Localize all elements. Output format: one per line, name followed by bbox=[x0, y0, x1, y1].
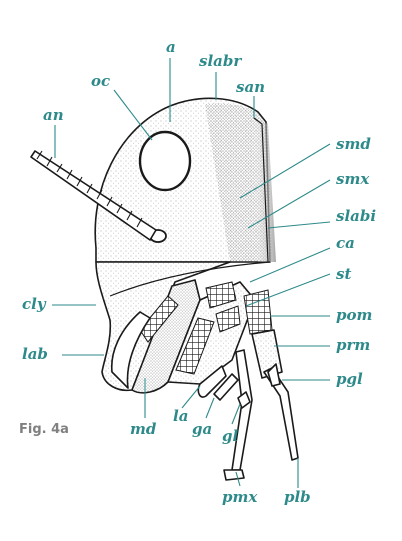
label-pom: pom bbox=[336, 306, 372, 324]
head-capsule bbox=[94, 97, 276, 263]
figure-caption: Fig. 4a bbox=[19, 422, 69, 437]
labels: slabr a san oc an smd smx slabi ca st cl… bbox=[22, 38, 376, 506]
labial-palp bbox=[263, 363, 299, 461]
glossa bbox=[237, 391, 251, 409]
label-san: san bbox=[236, 78, 265, 96]
compound-eye bbox=[138, 130, 192, 192]
antenna bbox=[30, 150, 167, 243]
label-oc: oc bbox=[91, 72, 110, 90]
label-gl: gl bbox=[222, 427, 238, 445]
label-st: st bbox=[336, 265, 351, 283]
label-slabr: slabr bbox=[199, 52, 242, 70]
label-ga: ga bbox=[192, 420, 212, 438]
label-prm: prm bbox=[336, 336, 370, 354]
leader-lines bbox=[52, 58, 331, 488]
label-plb: plb bbox=[284, 488, 311, 506]
label-ca: ca bbox=[336, 234, 355, 252]
label-a: a bbox=[166, 38, 176, 56]
label-md: md bbox=[130, 420, 157, 438]
label-la: la bbox=[173, 407, 188, 425]
mandible bbox=[110, 279, 201, 394]
label-pgl: pgl bbox=[336, 370, 363, 388]
label-an: an bbox=[43, 106, 64, 124]
maxillary-palp bbox=[223, 349, 253, 481]
label-smx: smx bbox=[336, 170, 370, 188]
label-smd: smd bbox=[336, 135, 371, 153]
galea-lacinia bbox=[197, 365, 239, 401]
label-pmx: pmx bbox=[222, 488, 258, 506]
label-lab: lab bbox=[22, 345, 48, 363]
label-slabi: slabi bbox=[336, 207, 376, 225]
label-cly: cly bbox=[22, 295, 47, 313]
